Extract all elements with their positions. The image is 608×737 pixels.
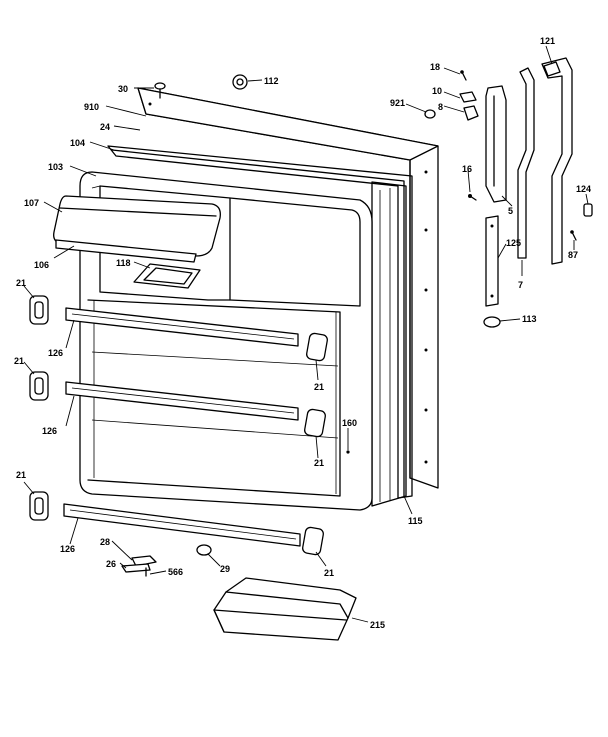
part-label-21-right-3: 21: [324, 568, 334, 578]
part-label-103: 103: [48, 162, 63, 172]
butter-dish: [133, 263, 201, 289]
screw-30: [154, 82, 166, 99]
part-label-160: 160: [342, 418, 357, 428]
part-label-126-1: 126: [48, 348, 63, 358]
part-label-104: 104: [70, 138, 85, 148]
plug-112: [232, 74, 248, 90]
part-label-10: 10: [432, 86, 442, 96]
shelf-bar-top: [65, 307, 299, 347]
part-label-215: 215: [370, 620, 385, 630]
door-bin: [213, 577, 357, 641]
cap-113: [483, 316, 501, 328]
part-label-16: 16: [462, 164, 472, 174]
shelf-end-cap-left-3: [29, 491, 49, 521]
part-label-112: 112: [264, 76, 279, 86]
part-label-26: 26: [106, 559, 116, 569]
part-label-121: 121: [540, 36, 555, 46]
part-label-29: 29: [220, 564, 230, 574]
part-label-921: 921: [390, 98, 405, 108]
plug-921: [424, 109, 436, 119]
dairy-compartment-door: [53, 195, 221, 263]
shelf-end-cap-right-1: [306, 332, 328, 362]
part-label-126-3: 126: [60, 544, 75, 554]
part-label-125: 125: [506, 238, 521, 248]
part-label-87: 87: [568, 250, 578, 260]
outer-door-panel: [137, 87, 439, 489]
part-label-21-right-1: 21: [314, 382, 324, 392]
door-gasket: [107, 145, 413, 507]
shelf-end-cap-right-3: [302, 526, 324, 556]
handle-7: [517, 67, 535, 259]
part-label-21-left-3: 21: [16, 470, 26, 480]
hinge-plate-10: [459, 91, 477, 103]
part-label-124: 124: [576, 184, 591, 194]
part-label-910: 910: [84, 102, 99, 112]
screw-87: [570, 230, 577, 241]
part-label-5: 5: [508, 206, 513, 216]
part-label-566: 566: [168, 567, 183, 577]
part-label-18: 18: [430, 62, 440, 72]
shelf-end-cap-left-2: [29, 371, 49, 401]
screw-16: [468, 194, 477, 201]
part-label-126-2: 126: [42, 426, 57, 436]
screw-18: [460, 70, 467, 81]
part-label-115: 115: [408, 516, 423, 526]
part-label-8: 8: [438, 102, 443, 112]
handle-trim-125: [485, 215, 499, 307]
stop-8: [463, 105, 479, 121]
part-label-106: 106: [34, 260, 49, 270]
plug-29: [196, 544, 212, 556]
handle-121: [541, 57, 573, 265]
part-label-24: 24: [100, 122, 110, 132]
part-label-21-right-2: 21: [314, 458, 324, 468]
handle-insert-124: [583, 203, 593, 217]
part-label-21-left-1: 21: [16, 278, 26, 288]
shelf-end-cap-left-1: [29, 295, 49, 325]
part-label-30: 30: [118, 84, 128, 94]
shelf-bar-bottom: [63, 503, 301, 547]
cam-26: [121, 563, 151, 573]
part-label-7: 7: [518, 280, 523, 290]
leader-lines: [23, 45, 589, 623]
part-label-107: 107: [24, 198, 39, 208]
part-label-28: 28: [100, 537, 110, 547]
handle-mount-bracket-5: [485, 85, 507, 203]
part-label-113: 113: [522, 314, 537, 324]
clip-28: [131, 555, 157, 567]
part-label-21-left-2: 21: [14, 356, 24, 366]
part-label-118: 118: [116, 258, 131, 268]
shelf-bar-middle: [65, 381, 299, 421]
shelf-end-cap-right-2: [304, 408, 326, 438]
